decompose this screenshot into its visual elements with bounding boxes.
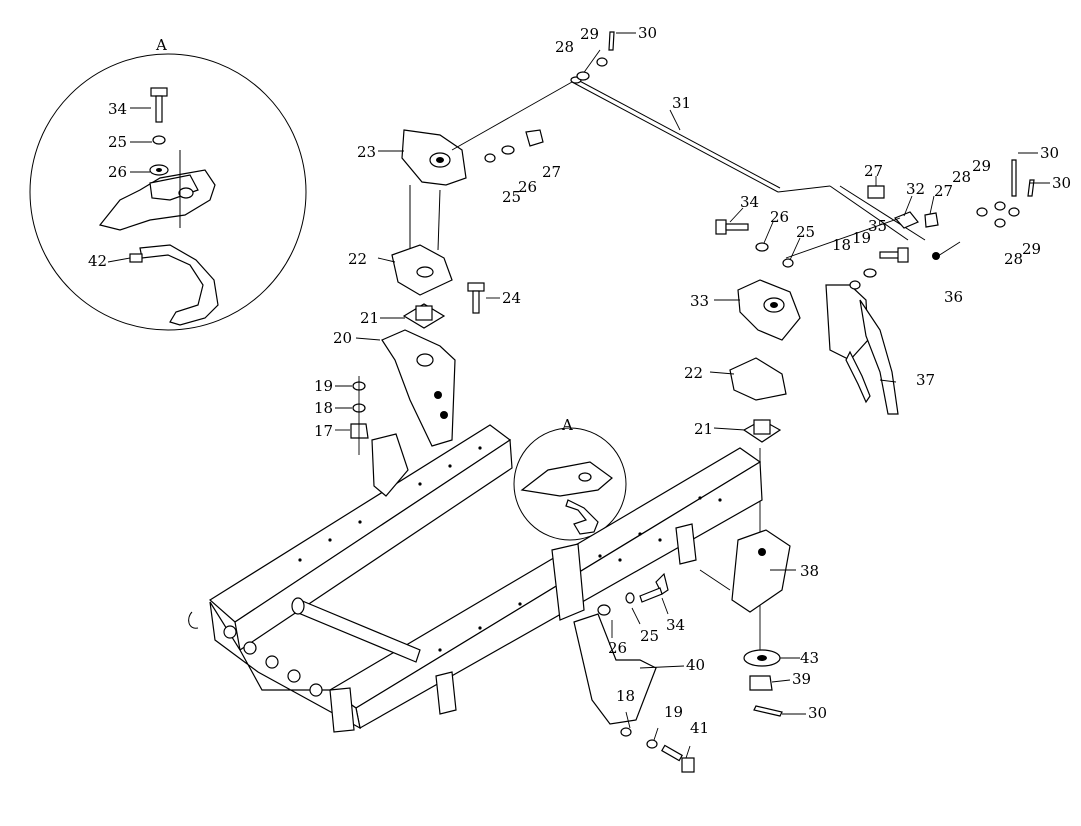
callout-27-right-b: 27 bbox=[934, 182, 953, 200]
callout-33: 33 bbox=[690, 292, 709, 310]
callout-38: 38 bbox=[800, 562, 819, 580]
callout-25-left: 25 bbox=[502, 188, 521, 206]
callout-28-right-a: 28 bbox=[952, 168, 971, 186]
callout-25: 25 bbox=[108, 133, 127, 151]
callout-37: 37 bbox=[916, 371, 935, 389]
callout-18-right: 18 bbox=[832, 236, 851, 254]
callout-30-top: 30 bbox=[638, 24, 657, 42]
callout-34: 34 bbox=[108, 100, 127, 118]
callout-42: 42 bbox=[88, 252, 107, 270]
rear-mount-assembly: 38 43 39 30 40 18 19 41 26 25 34 bbox=[573, 529, 827, 773]
callout-22-left: 22 bbox=[348, 250, 367, 268]
callout-21-right: 21 bbox=[694, 420, 713, 438]
callout-35: 35 bbox=[868, 217, 887, 235]
callout-29-top: 29 bbox=[580, 25, 599, 43]
right-mount-assembly: 34 26 25 33 22 21 37 18 19 35 27 32 27 2… bbox=[684, 144, 1071, 650]
chassis-frame bbox=[188, 424, 763, 733]
callout-22-right: 22 bbox=[684, 364, 703, 382]
control-rod: 31 bbox=[570, 49, 926, 241]
callout-19-right: 19 bbox=[852, 229, 871, 247]
callout-26-bottom: 26 bbox=[608, 639, 627, 657]
top-pin-set: 28 29 30 bbox=[555, 24, 657, 81]
callout-18-bottom: 18 bbox=[616, 687, 635, 705]
callout-41: 41 bbox=[690, 719, 709, 737]
callout-39: 39 bbox=[792, 670, 811, 688]
callout-28-right-b: 28 bbox=[1004, 250, 1023, 268]
callout-32: 32 bbox=[906, 180, 925, 198]
callout-27-right-a: 27 bbox=[864, 162, 883, 180]
callout-20: 20 bbox=[333, 329, 352, 347]
callout-29-right-b: 29 bbox=[1022, 240, 1041, 258]
detail-a-label: A bbox=[155, 36, 167, 54]
callout-34-right: 34 bbox=[740, 193, 759, 211]
callout-30-right-b: 30 bbox=[1052, 174, 1071, 192]
callout-24: 24 bbox=[502, 289, 521, 307]
callout-40: 40 bbox=[686, 656, 705, 674]
callout-18-left: 18 bbox=[314, 399, 333, 417]
callout-31: 31 bbox=[672, 94, 691, 112]
callout-25-bottom: 25 bbox=[640, 627, 659, 645]
callout-36: 36 bbox=[944, 288, 963, 306]
detail-a-inset-circle: A bbox=[513, 416, 627, 541]
callout-30-bottom: 30 bbox=[808, 704, 827, 722]
callout-19-left: 19 bbox=[314, 377, 333, 395]
callout-21-left: 21 bbox=[360, 309, 379, 327]
callout-29-right-a: 29 bbox=[972, 157, 991, 175]
callout-19-bottom: 19 bbox=[664, 703, 683, 721]
callout-26-left: 26 bbox=[518, 178, 537, 196]
callout-27-left: 27 bbox=[542, 163, 561, 181]
detail-a-circle: A 34 25 26 42 bbox=[29, 36, 307, 331]
callout-28-top: 28 bbox=[555, 38, 574, 56]
callout-34-bottom: 34 bbox=[666, 616, 685, 634]
callout-17: 17 bbox=[314, 422, 333, 440]
callout-30-right-a: 30 bbox=[1040, 144, 1059, 162]
callout-26-right: 26 bbox=[770, 208, 789, 226]
callout-26: 26 bbox=[108, 163, 127, 181]
callout-43: 43 bbox=[800, 649, 819, 667]
left-mount-assembly: 23 22 21 20 24 19 18 17 25 26 27 bbox=[314, 81, 573, 455]
callout-23: 23 bbox=[357, 143, 376, 161]
callout-25-right: 25 bbox=[796, 223, 815, 241]
detail-a-inset-label: A bbox=[561, 416, 573, 434]
